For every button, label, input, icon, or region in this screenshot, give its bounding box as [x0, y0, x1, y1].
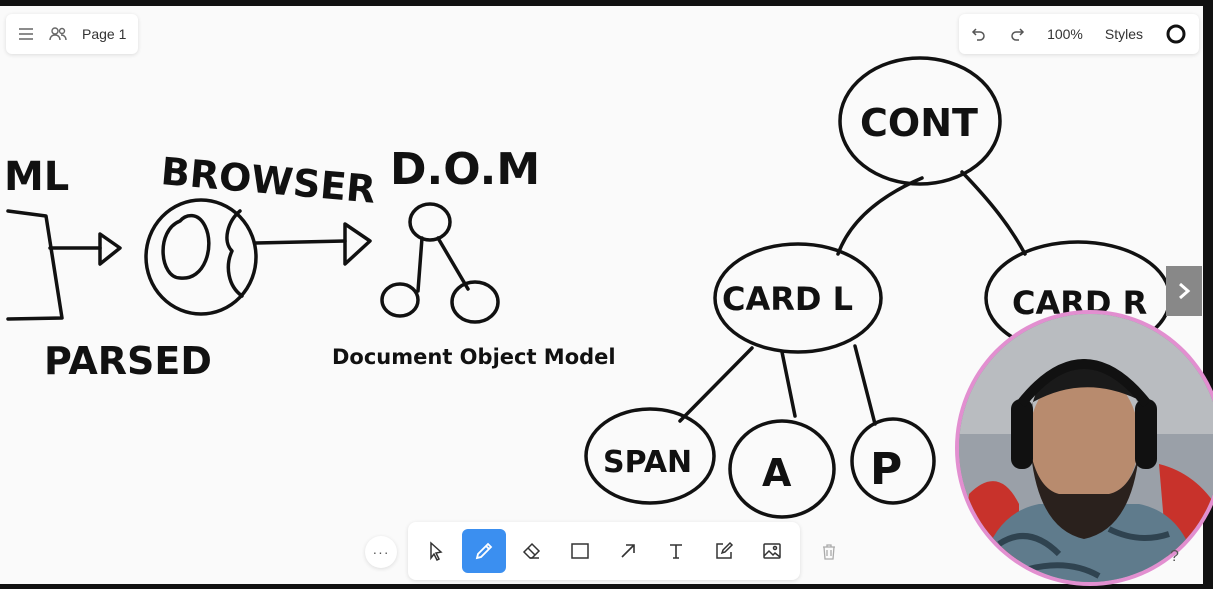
p-label: P: [870, 444, 902, 495]
presenter-video: [959, 314, 1213, 582]
cont-label: CONT: [860, 101, 978, 145]
image-tool[interactable]: [750, 529, 794, 573]
rectangle-tool[interactable]: [558, 529, 602, 573]
page-selector[interactable]: Page 1: [82, 26, 127, 42]
pencil-tool[interactable]: [462, 529, 506, 573]
zoom-level[interactable]: 100%: [1047, 26, 1083, 42]
cardl-label: CARD L: [722, 280, 853, 318]
eraser-icon: [522, 542, 541, 559]
parsed-label: PARSED: [44, 339, 212, 383]
eraser-tool[interactable]: [510, 529, 554, 573]
arrowhead-1: [98, 232, 122, 266]
next-button[interactable]: [1166, 266, 1202, 316]
arrow-tool[interactable]: [606, 529, 650, 573]
span-label: SPAN: [603, 445, 692, 480]
trash-icon: [823, 544, 835, 560]
webcam-overlay: [955, 310, 1213, 586]
edge-cont-cardl: [836, 176, 924, 256]
whiteboard-canvas[interactable]: ML BROWSER PARSED D.O.M Document Object …: [0, 6, 1203, 584]
cursor-icon: [430, 541, 443, 561]
dom-node-left: [380, 282, 420, 318]
arrowhead-2: [343, 222, 372, 266]
globe-continent-left: [161, 213, 211, 280]
dom-edge-left: [416, 236, 424, 293]
span-node-shape: [584, 407, 716, 505]
note-edit-icon: [716, 541, 734, 559]
dom-node-right: [450, 280, 500, 324]
image-icon: [763, 543, 781, 559]
styles-button[interactable]: Styles: [1104, 26, 1143, 42]
circle-style-icon[interactable]: [1165, 23, 1187, 45]
dom-edge-right: [436, 236, 470, 291]
arrow-browser-to-dom: [254, 239, 347, 245]
cont-node-shape: [838, 56, 1002, 186]
delete-button[interactable]: [813, 536, 845, 568]
p-node-shape: [850, 417, 936, 505]
users-icon[interactable]: [48, 26, 68, 42]
drawing-layer: ML BROWSER PARSED D.O.M Document Object …: [4, 56, 1172, 519]
dom-label: D.O.M: [390, 144, 540, 195]
chevron-right-icon: [1179, 282, 1191, 300]
top-left-panel: Page 1: [6, 14, 139, 54]
top-right-panel: 100% Styles: [959, 14, 1199, 54]
text-tool[interactable]: [654, 529, 698, 573]
redo-icon[interactable]: [1009, 26, 1025, 42]
help-button[interactable]: ?: [1170, 548, 1179, 565]
a-node-shape: [728, 419, 836, 519]
html-label: ML: [4, 154, 69, 200]
a-label: A: [762, 451, 792, 495]
text-icon: [670, 544, 682, 559]
select-tool[interactable]: [414, 529, 458, 573]
drawing-toolbar: [408, 522, 800, 580]
globe-continent-right: [225, 209, 244, 298]
undo-icon[interactable]: [971, 26, 987, 42]
arrow-icon: [621, 544, 635, 558]
cardl-node-shape: [713, 242, 883, 354]
browser-globe: [144, 198, 258, 316]
edge-cardl-p: [853, 344, 877, 426]
rectangle-icon: [571, 543, 589, 559]
html-file-shape: [6, 209, 64, 321]
more-options-button[interactable]: ···: [365, 536, 397, 568]
edge-cardl-a: [780, 350, 797, 418]
edge-cardl-span: [678, 346, 754, 423]
edge-cont-cardr: [960, 170, 1027, 256]
dom-caption: Document Object Model: [332, 345, 616, 369]
sticky-note-tool[interactable]: [702, 529, 746, 573]
dom-node-root: [408, 202, 452, 242]
pencil-icon: [475, 542, 493, 560]
menu-icon[interactable]: [18, 27, 34, 41]
